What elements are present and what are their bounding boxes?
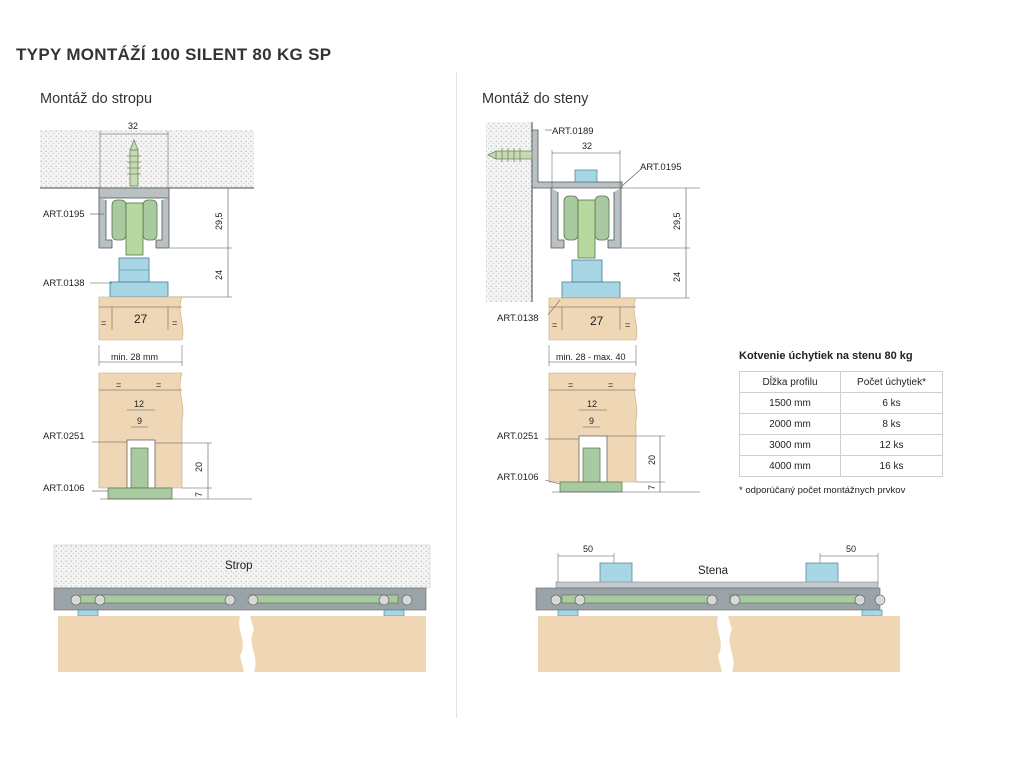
dim-9-left: 9 — [137, 416, 142, 426]
vertical-divider — [456, 72, 457, 718]
guide-pin — [130, 447, 149, 489]
dim-24-left: 24 — [214, 270, 224, 280]
cell-length: 1500 mm — [739, 392, 841, 414]
dim-9-right: 9 — [589, 416, 594, 426]
eq-mark: = — [552, 320, 557, 330]
dim-12-right: 12 — [587, 399, 597, 409]
label-art0138-left: ART.0138 — [43, 278, 85, 289]
label-art0195-right: ART.0195 — [640, 162, 682, 173]
label-art0251-left: ART.0251 — [43, 431, 85, 442]
label-art0195-left: ART.0195 — [43, 209, 85, 220]
wheel-icon — [594, 195, 610, 241]
label-art0106-left: ART.0106 — [43, 483, 85, 494]
guide-pin — [582, 447, 601, 483]
eq-mark: = — [608, 380, 613, 390]
dim-24-right: 24 — [672, 272, 682, 282]
dim-20-right: 20 — [647, 455, 657, 465]
floor-guide — [107, 487, 173, 500]
door-left-panel — [58, 616, 244, 672]
wheel-icon — [142, 199, 158, 241]
cell-length: 2000 mm — [739, 413, 841, 435]
eq-mark: = — [568, 380, 573, 390]
cell-count: 8 ks — [840, 413, 943, 435]
table-caption: Kotvenie úchytiek na stenu 80 kg — [739, 350, 913, 362]
dim-7-left: 7 — [194, 492, 204, 497]
ceiling-cross-section: 32 29,5 24 ART.0195 ART.0138 — [40, 121, 254, 500]
ceiling-mount-heading: Montáž do stropu — [40, 91, 153, 107]
wall-cross-section: ART.0189 32 ART.0195 29,5 24 27 = = ART.… — [486, 122, 700, 493]
screw-icon — [487, 148, 533, 162]
table-row: 2000 mm 8 ks — [739, 413, 943, 435]
col-header-length: Dĺžka profilu — [739, 371, 841, 393]
door-bottom-section — [548, 372, 638, 483]
dim-50-left: 50 — [583, 544, 593, 554]
bracket-count-table: Dĺžka profilu Počet úchytiek* 1500 mm 6 … — [739, 371, 943, 477]
dim-12-left: 12 — [134, 399, 144, 409]
cell-length: 3000 mm — [739, 434, 841, 456]
wall-front-view: 50 50 Stena — [535, 544, 900, 672]
door-bottom-section — [98, 372, 184, 489]
floor-guide — [559, 481, 623, 493]
dim-minmax-right: min. 28 - max. 40 — [556, 352, 626, 362]
wall-bracket-icon — [805, 562, 839, 586]
dim-7-right: 7 — [647, 485, 657, 490]
door-top-section — [548, 297, 638, 341]
door-left-panel — [538, 616, 722, 672]
wall-bracket-icon — [599, 562, 633, 586]
dim-50-right: 50 — [846, 544, 856, 554]
eq-mark: = — [116, 380, 121, 390]
door-right-panel — [728, 616, 900, 672]
screw-icon — [127, 138, 141, 187]
wall-block — [486, 122, 532, 302]
label-art0138-right: ART.0138 — [497, 313, 539, 324]
dim-27-left: 27 — [134, 312, 148, 326]
cell-length: 4000 mm — [739, 455, 841, 477]
label-art0106-right: ART.0106 — [497, 472, 539, 483]
rail-profile — [53, 587, 427, 611]
door-right-panel — [250, 616, 426, 672]
dim-29-5-right: 29,5 — [672, 212, 682, 230]
label-art0251-right: ART.0251 — [497, 431, 539, 442]
table-row: 4000 mm 16 ks — [739, 455, 943, 477]
wall-mount-heading: Montáž do steny — [482, 91, 589, 107]
wall-strip-label: Stena — [698, 565, 729, 577]
wheel-icon — [563, 195, 579, 241]
ceiling-strip-label: Strop — [225, 560, 253, 572]
wall-bracket — [531, 129, 623, 189]
ceiling-front-view: Strop — [53, 544, 431, 672]
dim-29-5-left: 29,5 — [214, 212, 224, 230]
door-top-section — [98, 296, 184, 341]
page-title: TYPY MONTÁŽÍ 100 SILENT 80 KG SP — [16, 45, 332, 64]
dim-27-right: 27 — [590, 314, 604, 328]
hanger-plate — [109, 281, 169, 298]
eq-mark: = — [172, 318, 177, 328]
eq-mark: = — [156, 380, 161, 390]
dim-20-left: 20 — [194, 462, 204, 472]
wheel-icon — [111, 199, 127, 241]
rail-top — [98, 187, 170, 199]
dim-min-left: min. 28 mm — [111, 352, 158, 362]
eq-mark: = — [625, 320, 630, 330]
cell-count: 12 ks — [840, 434, 943, 456]
cell-count: 6 ks — [840, 392, 943, 414]
dim-32-left: 32 — [128, 121, 138, 131]
table-row: 3000 mm 12 ks — [739, 434, 943, 456]
eq-mark: = — [101, 318, 106, 328]
hanger-plate — [561, 281, 621, 299]
table-header-row: Dĺžka profilu Počet úchytiek* — [739, 371, 943, 393]
table-row: 1500 mm 6 ks — [739, 392, 943, 414]
ceiling-block — [40, 130, 254, 188]
cell-count: 16 ks — [840, 455, 943, 477]
dim-32-right: 32 — [582, 141, 592, 151]
hanger-nut — [571, 259, 603, 283]
col-header-count: Počet úchytiek* — [840, 371, 943, 393]
label-art0189-right: ART.0189 — [552, 126, 594, 137]
table-footnote: * odporúčaný počet montážnych prvkov — [739, 485, 906, 496]
